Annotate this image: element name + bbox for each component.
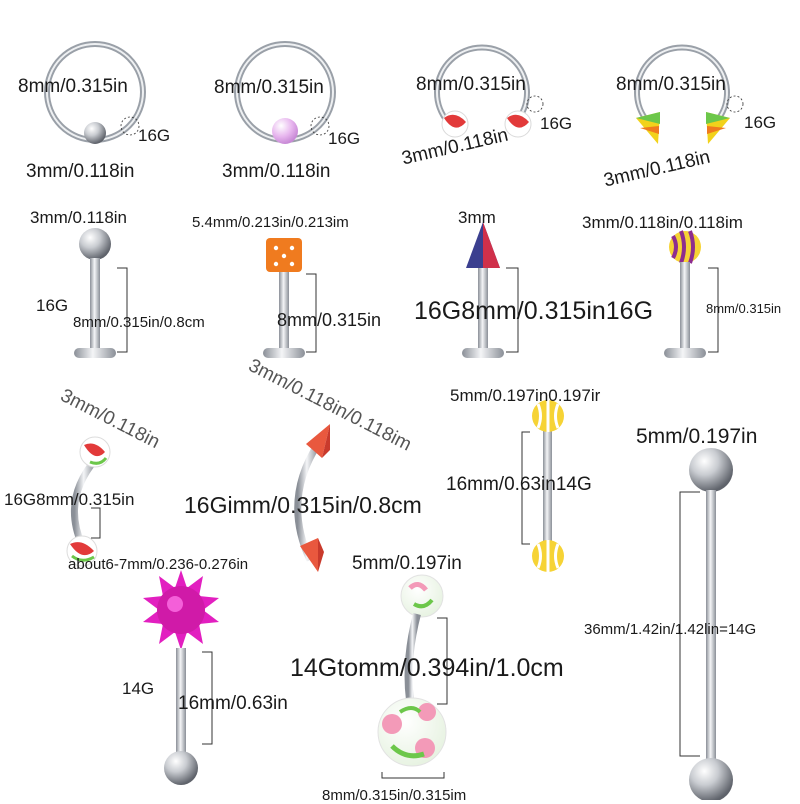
fuzzy-gauge-label: 14G xyxy=(122,679,155,698)
curved-b-length-label: 16Gimm/0.315in/0.8cm xyxy=(184,492,422,518)
labret-b-top-label: 5.4mm/0.213in/0.213im xyxy=(192,214,349,231)
belly-length-label: 14Gtomm/0.394in/1.0cm xyxy=(290,654,564,682)
barbell-c-top-label: 5mm/0.197in0.197ir xyxy=(450,386,601,405)
labret-a-ball-label: 3mm/0.118in xyxy=(30,208,128,227)
belly-ring-floral xyxy=(377,574,448,779)
ring-c-gauge-label: 16G xyxy=(540,114,573,133)
ring-c-diameter-label: 8mm/0.315in xyxy=(416,74,526,95)
captive-ring-pink-bead xyxy=(234,41,336,144)
labret-a-gauge-label: 16G xyxy=(36,296,69,315)
industrial-top-label: 5mm/0.197in xyxy=(636,425,758,448)
barbell-fuzzy-ball xyxy=(143,570,219,785)
horseshoe-candy-balls xyxy=(434,44,544,138)
labret-a-length-label: 8mm/0.315in/0.8cm xyxy=(73,314,205,331)
curved-barbell-spikes xyxy=(294,424,330,572)
ring-a-gauge-label: 16G xyxy=(138,126,171,145)
labret-c-top-label: 3mm xyxy=(458,208,496,227)
curved-barbell-candy-balls xyxy=(66,436,111,567)
labret-orange-dice xyxy=(263,238,317,358)
curved-a-about-label: about6-7mm/0.236-0.276in xyxy=(68,556,249,573)
horseshoe-candy-spikes xyxy=(634,44,744,144)
belly-bottom-label: 8mm/0.315in/0.315im xyxy=(322,787,467,804)
labret-d-top-label: 3mm/0.118in/0.118im xyxy=(582,213,743,232)
industrial-barbell-steel xyxy=(679,448,733,800)
barbell-c-length-label: 16mm/0.63in14G xyxy=(446,474,592,495)
ring-b-gauge-label: 16G xyxy=(328,129,361,148)
labret-striped-ball xyxy=(664,230,719,358)
ring-b-ball-label: 3mm/0.118in xyxy=(222,161,331,182)
ring-d-diameter-label: 8mm/0.315in xyxy=(616,74,726,95)
belly-top-label: 5mm/0.197in xyxy=(352,553,462,574)
barbell-yellow-striped xyxy=(521,400,564,572)
labret-d-length-label: 8mm/0.315in xyxy=(706,301,782,316)
fuzzy-length-label: 16mm/0.63in xyxy=(178,693,288,714)
labret-steel-ball xyxy=(74,228,128,358)
labret-c-mid-label: 16G8mm/0.315in16G xyxy=(414,297,654,325)
industrial-length-label: 36mm/1.42in/1.42lin=14G xyxy=(584,621,757,638)
captive-ring-steel xyxy=(44,41,146,144)
ring-d-gauge-label: 16G xyxy=(744,113,777,132)
ring-b-diameter-label: 8mm/0.315in xyxy=(214,77,324,98)
curved-a-length-label: 16G8mm/0.315in xyxy=(4,490,135,509)
ring-a-ball-label: 3mm/0.118in xyxy=(26,161,135,182)
ring-a-diameter-label: 8mm/0.315in xyxy=(18,76,128,97)
labret-spike xyxy=(462,222,519,358)
labret-b-length-label: 8mm/0.315in xyxy=(277,310,382,330)
